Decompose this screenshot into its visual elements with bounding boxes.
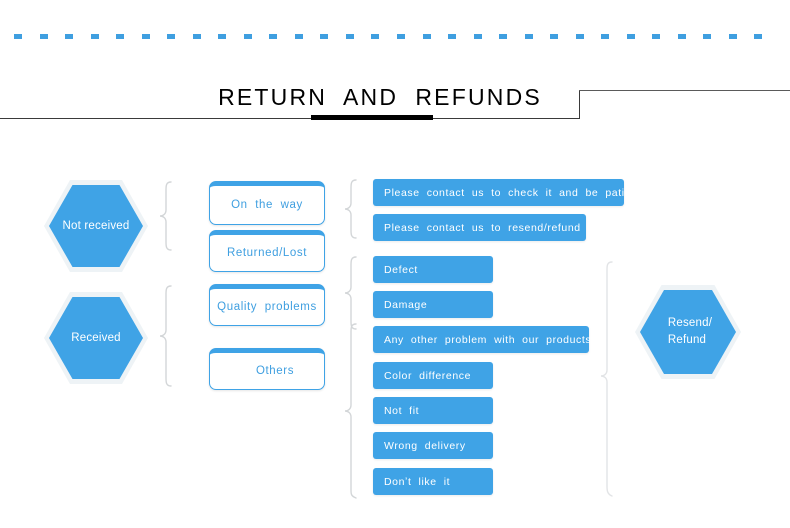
title-block: RETURN AND REFUNDS — [0, 84, 790, 130]
stage-box-on-the-way[interactable]: On the way — [209, 181, 325, 225]
brace-received — [158, 284, 174, 388]
dotted-divider-dash — [754, 34, 763, 39]
action-label-damage: Damage — [384, 298, 428, 311]
action-box-any-other-problem[interactable]: Any other problem with our products — [373, 326, 592, 353]
dotted-divider-dash — [703, 34, 712, 39]
dotted-divider-dash — [65, 34, 74, 39]
header-rule-step — [579, 91, 580, 119]
stage-box-quality-problems[interactable]: Quality problems — [209, 284, 325, 326]
action-box-contact-check[interactable]: Please contact us to check it and be pat… — [373, 179, 640, 206]
header-rule-right — [579, 90, 790, 91]
dotted-divider — [14, 34, 780, 39]
brace-not-received — [158, 180, 174, 252]
dotted-divider-dash — [550, 34, 559, 39]
dotted-divider-dash — [677, 34, 686, 39]
action-box-damage[interactable]: Damage — [373, 291, 493, 318]
stage-label-others: Others — [255, 365, 295, 377]
action-box-not-fit[interactable]: Not fit — [373, 397, 493, 424]
dotted-divider-dash — [90, 34, 99, 39]
action-box-contact-resend[interactable]: Please contact us to resend/refund — [373, 214, 586, 241]
action-box-defect[interactable]: Defect — [373, 256, 493, 283]
dotted-divider-dash — [626, 34, 635, 39]
dotted-divider-dash — [601, 34, 610, 39]
brace-to-outcome — [600, 260, 616, 498]
dotted-divider-dash — [422, 34, 431, 39]
header-rule-accent — [311, 115, 433, 120]
action-label-defect: Defect — [384, 263, 418, 276]
hexagon-not-received[interactable]: Not received — [49, 185, 143, 267]
action-label-wrong-delivery: Wrong delivery — [384, 439, 466, 452]
stage-box-returned-lost[interactable]: Returned/Lost — [209, 230, 325, 272]
dotted-divider-dash — [499, 34, 508, 39]
dotted-divider-dash — [575, 34, 584, 39]
dotted-divider-dash — [397, 34, 405, 39]
brace-on-the-way — [343, 178, 359, 240]
action-label-dont-like-it: Donʼt like it — [384, 475, 451, 488]
hexagon-resend-refund[interactable]: Resend/ Refund — [640, 290, 736, 374]
dotted-divider-dash — [652, 34, 661, 39]
action-label-not-fit: Not fit — [384, 404, 420, 417]
action-box-wrong-delivery[interactable]: Wrong delivery — [373, 432, 493, 459]
dotted-divider-dash — [39, 34, 48, 39]
dotted-divider-dash — [448, 34, 457, 39]
page-title: RETURN AND REFUNDS — [218, 84, 542, 110]
header-rule-left — [0, 118, 580, 119]
hexagon-label-not-received: Not received — [62, 219, 130, 232]
dotted-divider-dash — [728, 34, 737, 39]
dotted-divider-dash — [192, 34, 201, 39]
dotted-divider-dash — [167, 34, 176, 39]
stage-label-on-the-way: On the way — [231, 199, 303, 211]
dotted-divider-dash — [345, 34, 354, 39]
dotted-divider-dash — [320, 34, 329, 39]
hexagon-label-received: Received — [71, 331, 121, 344]
dotted-divider-dash — [14, 34, 22, 39]
dotted-divider-dash — [371, 34, 380, 39]
action-box-color-difference[interactable]: Color difference — [373, 362, 493, 389]
dotted-divider-dash — [524, 34, 533, 39]
dotted-divider-dash — [473, 34, 482, 39]
dotted-divider-dash — [116, 34, 125, 39]
action-label-contact-check: Please contact us to check it and be pat… — [384, 186, 642, 199]
action-label-any-other-problem: Any other problem with our products — [384, 333, 592, 346]
dotted-divider-dash — [218, 34, 227, 39]
hexagon-label-resend-refund: Resend/ Refund — [667, 317, 713, 346]
dotted-divider-dash — [243, 34, 252, 39]
dotted-divider-dash — [141, 34, 150, 39]
stage-box-others[interactable]: Others — [209, 348, 325, 390]
action-box-dont-like-it[interactable]: Donʼt like it — [373, 468, 493, 495]
stage-label-quality-problems: Quality problems — [217, 301, 317, 313]
dotted-divider-dash — [294, 34, 303, 39]
action-label-contact-resend: Please contact us to resend/refund — [384, 221, 581, 234]
brace-others — [343, 322, 359, 500]
brace-quality-problems — [343, 255, 359, 331]
stage-label-returned-lost: Returned/Lost — [226, 247, 308, 259]
dotted-divider-dash — [269, 34, 278, 39]
action-label-color-difference: Color difference — [384, 369, 472, 382]
